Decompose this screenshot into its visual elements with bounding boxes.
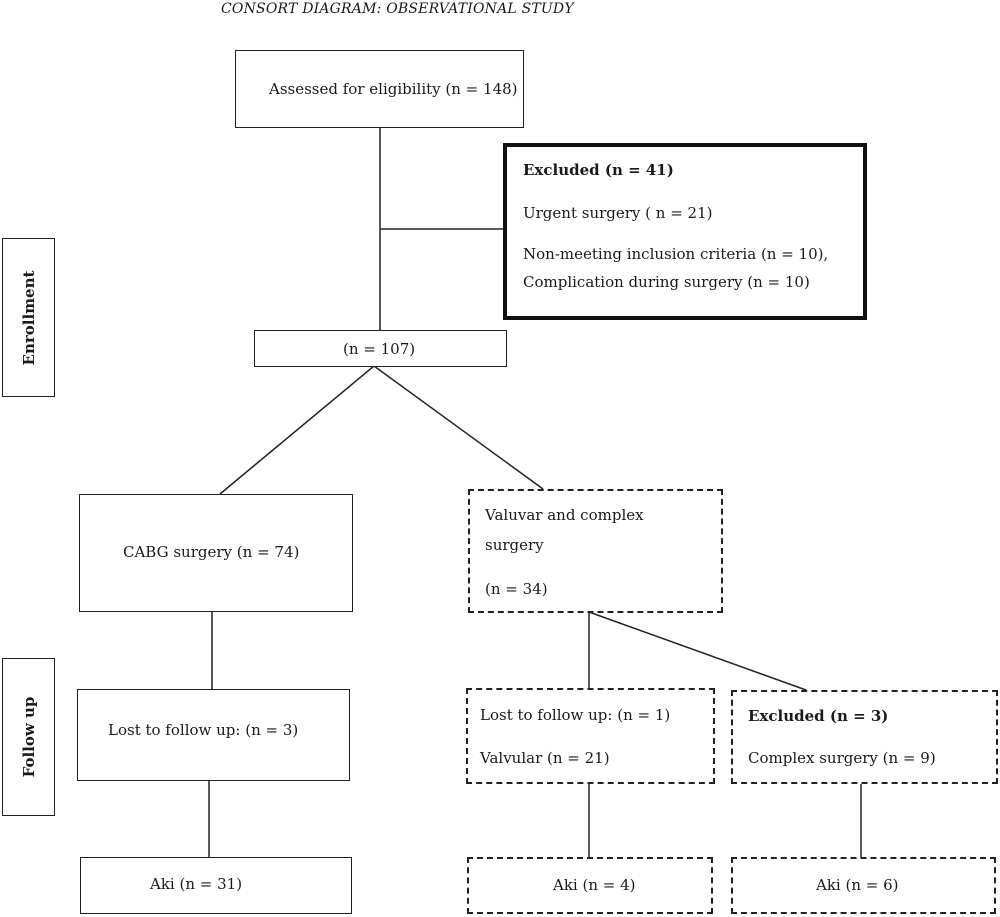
follow-up-label-box: Follow up: [2, 658, 55, 816]
aki-valv-text: Aki (n = 4): [553, 876, 636, 894]
valvular-complex-line2: surgery: [485, 536, 544, 554]
assessed-box: Assessed for eligibility (n = 148): [235, 50, 524, 128]
aki-complex-box: Aki (n = 6): [731, 857, 996, 914]
valvular-complex-box: Valuvar and complex surgery (n = 34): [468, 489, 723, 613]
valv-lost-text: Lost to follow up: (n = 1): [480, 706, 671, 724]
valvular-count-text: Valvular (n = 21): [480, 749, 610, 767]
cabg-box: CABG surgery (n = 74): [79, 494, 353, 612]
valvular-complex-line1: Valuvar and complex: [485, 506, 644, 524]
excluded-top-box: Excluded (n = 41) Urgent surgery ( n = 2…: [503, 143, 867, 320]
aki-complex-text: Aki (n = 6): [816, 876, 899, 894]
excluded-top-criteria: Non-meeting inclusion criteria (n = 10),: [523, 245, 829, 263]
follow-up-label: Follow up: [19, 696, 38, 778]
valvular-complex-count: (n = 34): [485, 580, 548, 598]
cabg-text: CABG surgery (n = 74): [123, 543, 300, 561]
enrolled-box: (n = 107): [254, 330, 507, 367]
line-valvular-to-excluded: [588, 611, 807, 691]
aki-valv-box: Aki (n = 4): [467, 857, 713, 914]
excluded-top-urgent: Urgent surgery ( n = 21): [523, 204, 713, 222]
valv-lost-box: Lost to follow up: (n = 1) Valvular (n =…: [466, 688, 715, 784]
excluded-bottom-heading: Excluded (n = 3): [748, 707, 889, 725]
line-enrolled-to-cabg: [219, 365, 375, 495]
assessed-text: Assessed for eligibility (n = 148): [269, 80, 518, 98]
enrollment-label: Enrollment: [19, 270, 38, 365]
cabg-lost-text: Lost to follow up: (n = 3): [108, 721, 299, 739]
line-enrolled-to-valvular: [373, 365, 544, 490]
excluded-top-complication: Complication during surgery (n = 10): [523, 273, 810, 291]
complex-surgery-text: Complex surgery (n = 9): [748, 749, 936, 767]
enrolled-text: (n = 107): [343, 340, 416, 358]
excluded-bottom-box: Excluded (n = 3) Complex surgery (n = 9): [731, 690, 998, 784]
aki-cabg-text: Aki (n = 31): [150, 875, 243, 893]
aki-cabg-box: Aki (n = 31): [80, 857, 352, 914]
cabg-lost-box: Lost to follow up: (n = 3): [77, 689, 350, 781]
excluded-top-heading: Excluded (n = 41): [523, 161, 674, 179]
diagram-title: CONSORT DIAGRAM: OBSERVATIONAL STUDY: [221, 1, 574, 17]
enrollment-label-box: Enrollment: [2, 238, 55, 397]
